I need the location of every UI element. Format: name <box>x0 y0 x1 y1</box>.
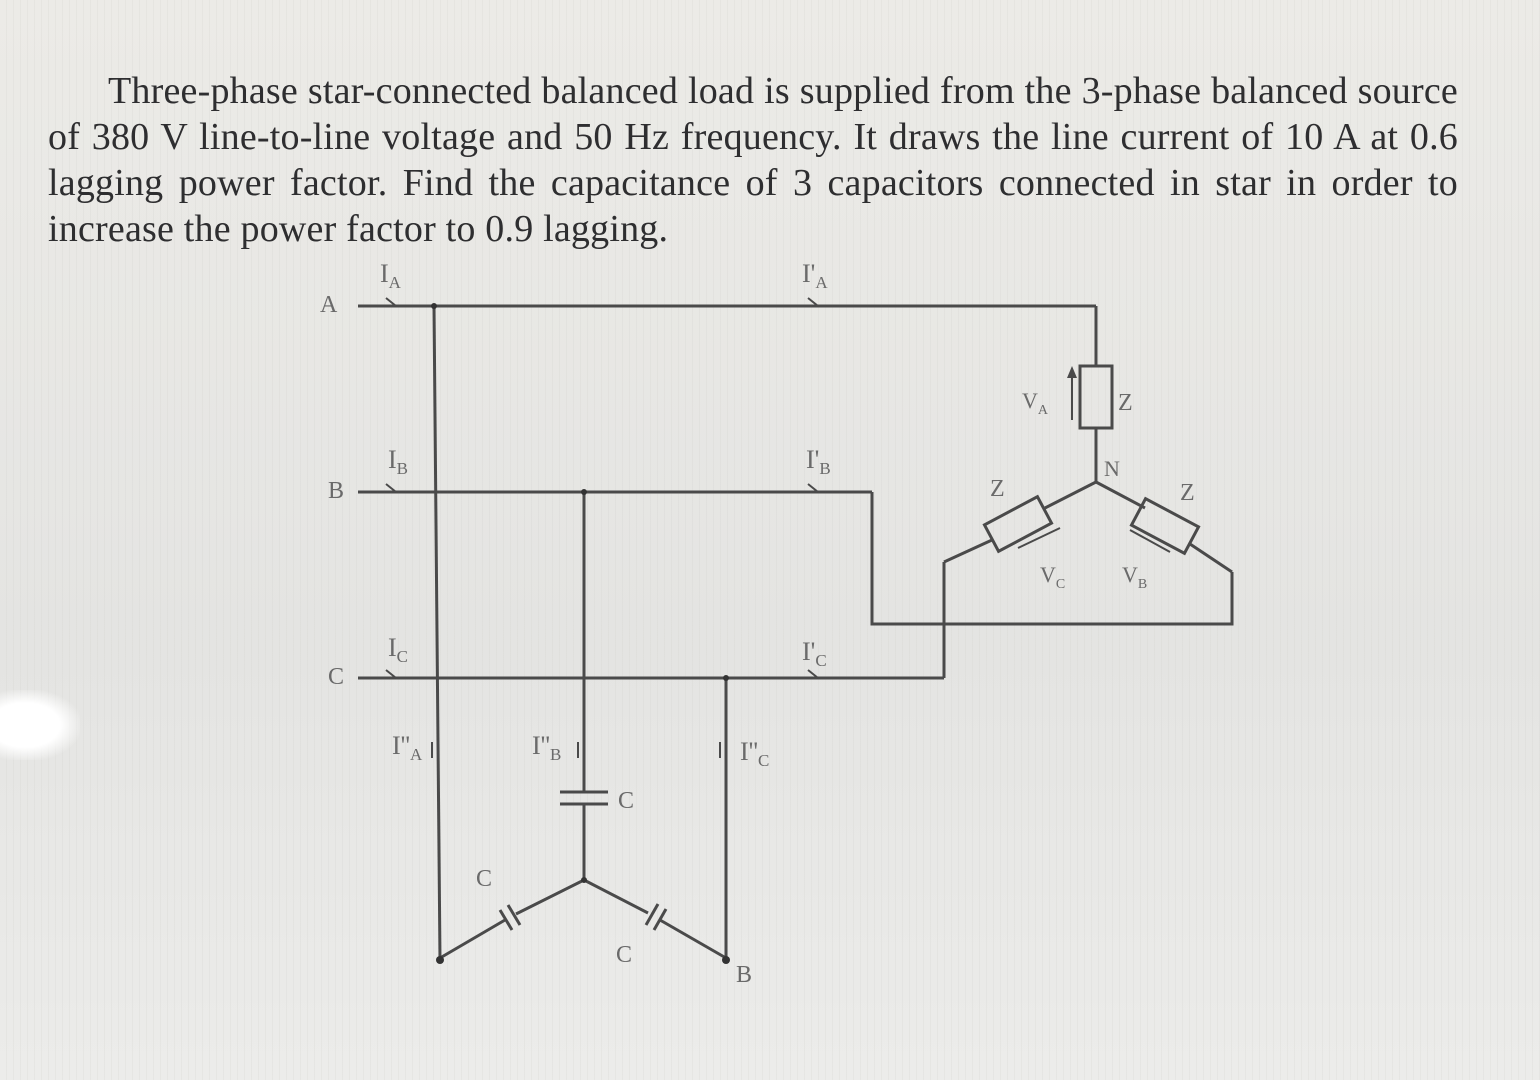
voltage-va-label: VA <box>1022 388 1049 418</box>
voltage-vc-label: VC <box>1040 562 1065 592</box>
ia-arrow <box>385 297 397 307</box>
cap-c-diag-2 <box>659 918 727 960</box>
cap-end-c <box>722 956 730 964</box>
cap-end-a <box>436 956 444 964</box>
current-ic-label: IC <box>388 633 408 666</box>
impedance-a-label: Z <box>1118 390 1133 416</box>
line-b-to-load <box>870 492 1234 626</box>
voltage-vb-label: VB <box>1122 562 1147 592</box>
ic-arrow <box>385 669 397 679</box>
cap-a-vertical <box>432 305 442 961</box>
light-glare <box>0 690 80 760</box>
problem-statement: Three-phase star-connected balanced load… <box>48 70 1458 250</box>
junction-c <box>723 675 729 681</box>
cap-star-point <box>581 877 587 883</box>
impedance-c-label: Z <box>990 476 1005 502</box>
vc-arrow <box>1017 527 1061 549</box>
va-arrow-head <box>1067 366 1077 378</box>
load-b-lead-top <box>1095 480 1146 510</box>
cap-c-plate-2 <box>652 908 668 931</box>
cap-c-plate-1 <box>644 903 660 926</box>
line-a-label: A <box>320 292 338 318</box>
ib-prime-arrow <box>807 483 819 493</box>
capacitor-b-label: C <box>618 788 634 814</box>
current-ib-prime-label: I'B <box>806 445 831 478</box>
cap-a-plate-2 <box>506 904 522 926</box>
ic-prime-arrow <box>807 669 819 679</box>
current-ia-prime-label: I'A <box>802 259 828 292</box>
cap-a-plate-1 <box>498 909 514 931</box>
junction-a <box>431 303 437 309</box>
cap-c-diag-1 <box>583 878 649 915</box>
current-ib-label: IB <box>388 445 408 478</box>
junction-b <box>581 489 587 495</box>
load-c-lead-bottom <box>943 538 993 564</box>
ia-prime-arrow <box>807 297 819 307</box>
load-c-lead-top <box>1044 480 1097 510</box>
current-ia-label: IA <box>380 259 402 292</box>
impedance-b-label: Z <box>1180 480 1195 506</box>
cap-a-diag-2 <box>515 878 585 916</box>
current-ic-prime-label: I'C <box>802 637 827 670</box>
impedance-c <box>982 494 1054 554</box>
ib-arrow <box>385 483 397 493</box>
impedance-a <box>1078 364 1114 430</box>
current-ic-dprime-label: I''C <box>740 737 769 770</box>
cap-a-diag-1 <box>439 918 506 960</box>
line-b-label: B <box>328 478 344 504</box>
vb-arrow <box>1129 529 1171 553</box>
neutral-label: N <box>1104 456 1120 481</box>
capacitor-end-label: B <box>736 962 752 988</box>
impedance-b <box>1129 496 1201 556</box>
line-c-label: C <box>328 664 344 690</box>
capacitor-a-label: C <box>476 866 492 892</box>
load-b-lead-bottom <box>1189 542 1233 574</box>
current-ib-dprime-label: I''B <box>532 731 561 764</box>
current-ia-dprime-label: I''A <box>392 731 423 764</box>
capacitor-c-label: C <box>616 942 632 968</box>
